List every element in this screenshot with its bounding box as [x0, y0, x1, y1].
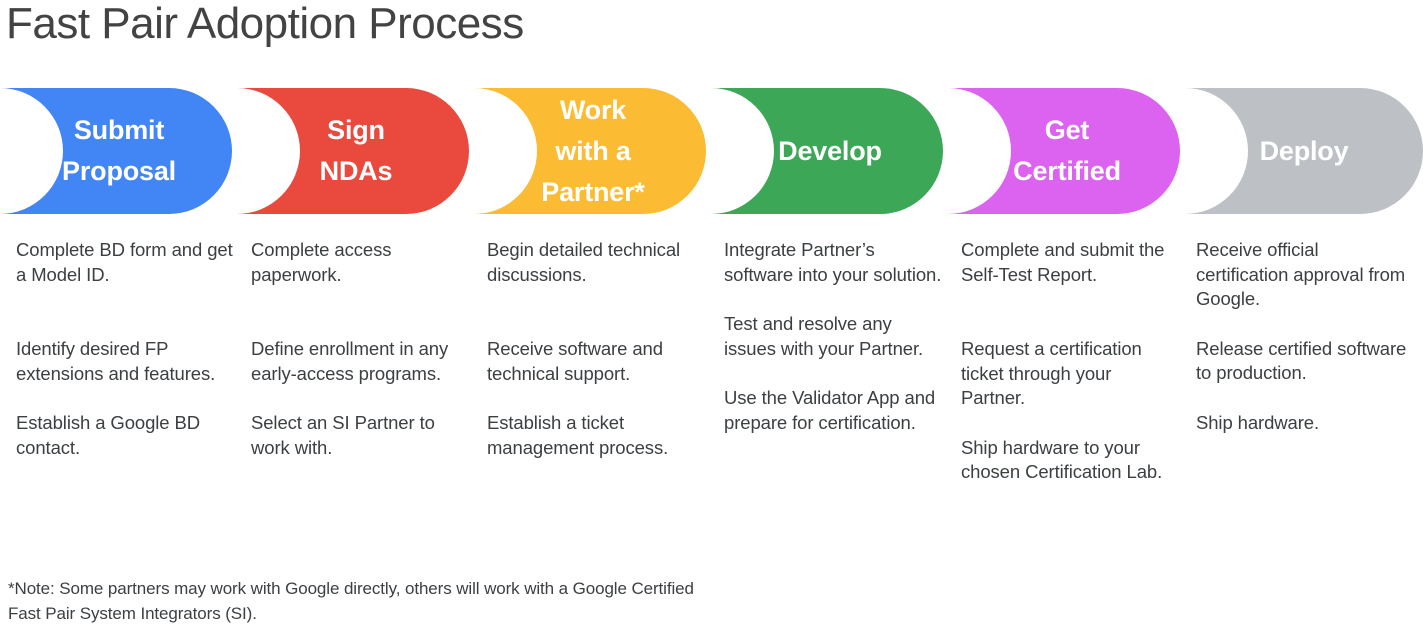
list-item: Identify desired FP extensions and featu… — [16, 338, 216, 384]
detail-column-develop: Integrate Partner’s software into your s… — [724, 238, 946, 435]
process-banner-strip: Submit Proposal Sign NDAs Work with a Pa… — [0, 88, 1423, 214]
chevron-shape-yellow — [474, 88, 706, 214]
chevron-shape-blue — [0, 88, 232, 214]
list-item: Receive software and technical support. — [487, 338, 663, 384]
detail-column-sign-ndas: Complete access paperwork. Define enroll… — [251, 238, 473, 460]
list-item: Select an SI Partner to work with. — [251, 412, 435, 458]
process-banner-get-certified[interactable] — [948, 88, 1180, 214]
list-item: Use the Validator App and prepare for ce… — [724, 387, 936, 433]
list-item: Complete and submit the Self-Test Report… — [961, 239, 1165, 285]
footnote-text: *Note: Some partners may work with Googl… — [8, 579, 694, 623]
detail-column-deploy: Receive official certification approval … — [1196, 238, 1408, 435]
list-item: Receive official certification approval … — [1196, 239, 1406, 309]
list-item: Establish a Google BD contact. — [16, 412, 201, 458]
list-item: Release certified software to production… — [1196, 337, 1407, 384]
detail-column-submit-proposal: Complete BD form and get a Model ID. Ide… — [16, 238, 238, 460]
process-detail-columns: Complete BD form and get a Model ID. Ide… — [0, 238, 1423, 558]
process-banner-work-with-a-partner[interactable] — [474, 88, 706, 214]
list-item: Establish a ticket management process. — [487, 412, 669, 458]
process-banner-develop[interactable] — [711, 88, 943, 214]
chevron-shape-magenta — [948, 88, 1180, 214]
page-title: Fast Pair Adoption Process — [6, 0, 524, 48]
list-item: Begin detailed technical discussions. — [487, 239, 681, 285]
list-item: Define enrollment in any early-access pr… — [251, 338, 449, 384]
detail-column-work-with-a-partner: Begin detailed technical discussions. Re… — [487, 238, 712, 460]
list-item: Ship hardware to your chosen Certificati… — [961, 436, 1163, 483]
list-item: Complete access paperwork. — [251, 239, 392, 285]
list-item: Complete BD form and get a Model ID. — [16, 239, 233, 285]
list-item: Request a certification ticket through y… — [961, 338, 1142, 408]
list-item: Integrate Partner’s software into your s… — [724, 239, 942, 285]
list-item: Ship hardware. — [1196, 411, 1320, 433]
detail-column-get-certified: Complete and submit the Self-Test Report… — [961, 238, 1176, 485]
chevron-shape-green — [711, 88, 943, 214]
process-banner-deploy[interactable] — [1185, 88, 1423, 214]
chevron-shape-red — [237, 88, 469, 214]
chevron-shape-gray — [1185, 88, 1423, 214]
process-banner-sign-ndas[interactable] — [237, 88, 469, 214]
process-banner-submit-proposal[interactable] — [0, 88, 232, 214]
list-item: Test and resolve any issues with your Pa… — [724, 313, 924, 359]
